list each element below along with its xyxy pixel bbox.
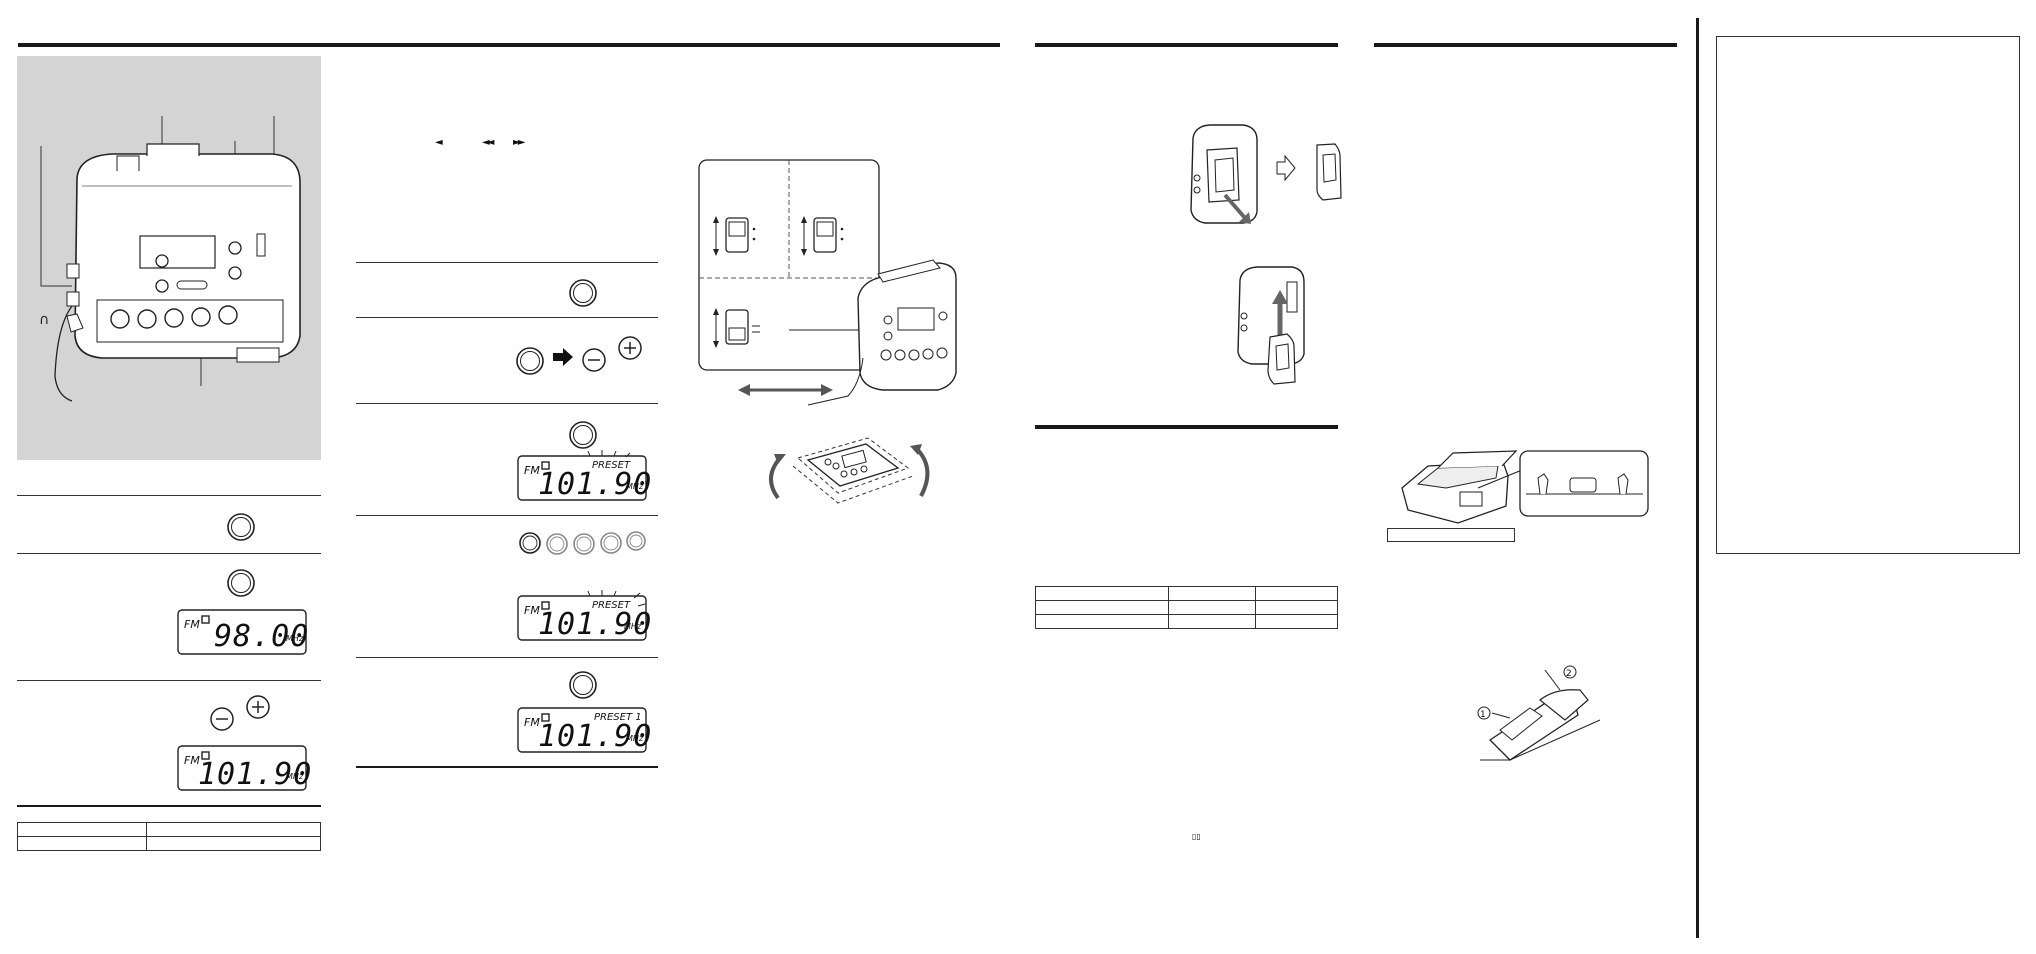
table-cell xyxy=(1168,586,1256,601)
col1-step-rule-2 xyxy=(17,553,321,554)
page-divider xyxy=(1696,18,1699,938)
col2-button-2-icon xyxy=(516,347,544,375)
battery-compartment-illustration xyxy=(1401,450,1649,524)
col1-button-1-icon xyxy=(227,513,255,541)
lcd-band: FM xyxy=(524,604,540,617)
svg-text:1: 1 xyxy=(1480,710,1486,720)
col2-button-3-icon xyxy=(569,421,597,449)
battery-label-box xyxy=(1387,528,1515,542)
lcd-band: FM xyxy=(184,754,200,767)
table-cell xyxy=(146,822,321,837)
play-reverse-icon: ◄ xyxy=(435,137,443,148)
dolby-symbol: ▯▯ xyxy=(1192,832,1201,841)
walkman-front-illustration: ∩ xyxy=(39,116,301,402)
belt-clip-removal-illustration xyxy=(1190,124,1342,224)
col2-button-4-icon xyxy=(569,671,597,699)
preset-buttons-row-icon xyxy=(519,531,646,555)
col2-step-rule-4 xyxy=(356,515,658,516)
lcd-band: FM xyxy=(524,716,540,729)
col2-section-rule xyxy=(356,766,658,768)
lcd-unit: MHz xyxy=(286,772,304,781)
lcd-frequency: 98.00 xyxy=(214,619,309,654)
table-cell xyxy=(1255,586,1338,601)
belt-clip-attach-illustration xyxy=(1237,266,1305,385)
col1-button-2-icon xyxy=(227,569,255,597)
switch-positions-illustration xyxy=(698,159,957,406)
col1-step-rule-1 xyxy=(17,495,321,496)
svg-text:2: 2 xyxy=(1566,669,1572,679)
col2-button-1-icon xyxy=(569,279,597,307)
col1-spec-table xyxy=(17,822,321,851)
table-cell xyxy=(1255,614,1338,629)
minus-plus-icon-2 xyxy=(582,336,642,372)
table-cell xyxy=(1035,586,1169,601)
header-rule-col3 xyxy=(1035,43,1338,47)
col2-step-rule-2 xyxy=(356,317,658,318)
table-cell xyxy=(1255,600,1338,615)
col2-step-rule-1 xyxy=(356,262,658,263)
lcd-preset-label: PRESET xyxy=(592,600,631,611)
table-cell xyxy=(1168,600,1256,615)
lcd-display-1: FM 98.00 MHz xyxy=(177,609,309,655)
lcd-display-3: FM PRESET 101.90 MHz xyxy=(517,450,651,502)
lcd-band: FM xyxy=(524,464,540,477)
lcd-display-4: FM PRESET 101.90 MHz xyxy=(517,590,651,642)
table-cell xyxy=(17,822,147,837)
cleaning-illustration: 2 1 xyxy=(1477,665,1601,761)
minus-plus-icon xyxy=(210,695,270,731)
table-cell xyxy=(17,836,147,851)
lcd-preset-label: PRESET xyxy=(592,460,631,471)
table-cell xyxy=(1035,600,1169,615)
lcd-frequency: 101.90 xyxy=(538,467,652,502)
rotation-illustration xyxy=(769,437,930,504)
header-rule-left xyxy=(18,43,1000,47)
table-cell xyxy=(1035,614,1169,629)
header-rule-col4 xyxy=(1374,43,1677,47)
col3-spec-table xyxy=(1035,586,1338,629)
table-cell xyxy=(1168,614,1256,629)
table-cell xyxy=(146,836,321,851)
col1-section-rule xyxy=(17,805,321,807)
lcd-band: FM xyxy=(184,618,200,631)
col2-step-rule-3 xyxy=(356,403,658,404)
lcd-frequency: 101.90 xyxy=(538,607,652,642)
lcd-display-5: FM PRESET 1 101.90 MHz xyxy=(517,707,651,754)
col1-step-rule-3 xyxy=(17,680,321,681)
lcd-frequency: 101.90 xyxy=(198,757,312,792)
rewind-icon: ◄◄ xyxy=(482,137,495,148)
lcd-unit: MHz xyxy=(624,622,642,631)
lcd-preset-label: PRESET 1 xyxy=(594,712,642,723)
lcd-unit: MHz xyxy=(626,734,644,743)
lcd-unit: MHz xyxy=(626,482,644,491)
device-illustration-panel: ∩ xyxy=(17,56,321,460)
arrow-right-icon xyxy=(553,348,573,366)
col3-section-rule xyxy=(1035,425,1338,429)
col2-step-rule-5 xyxy=(356,657,658,658)
notes-frame xyxy=(1716,36,2020,554)
lcd-display-2: FM 101.90 MHz xyxy=(177,745,311,792)
svg-text:∩: ∩ xyxy=(39,312,49,328)
lcd-unit: MHz xyxy=(286,634,304,643)
lcd-frequency: 101.90 xyxy=(538,719,652,754)
fast-forward-icon: ►► xyxy=(513,137,526,148)
